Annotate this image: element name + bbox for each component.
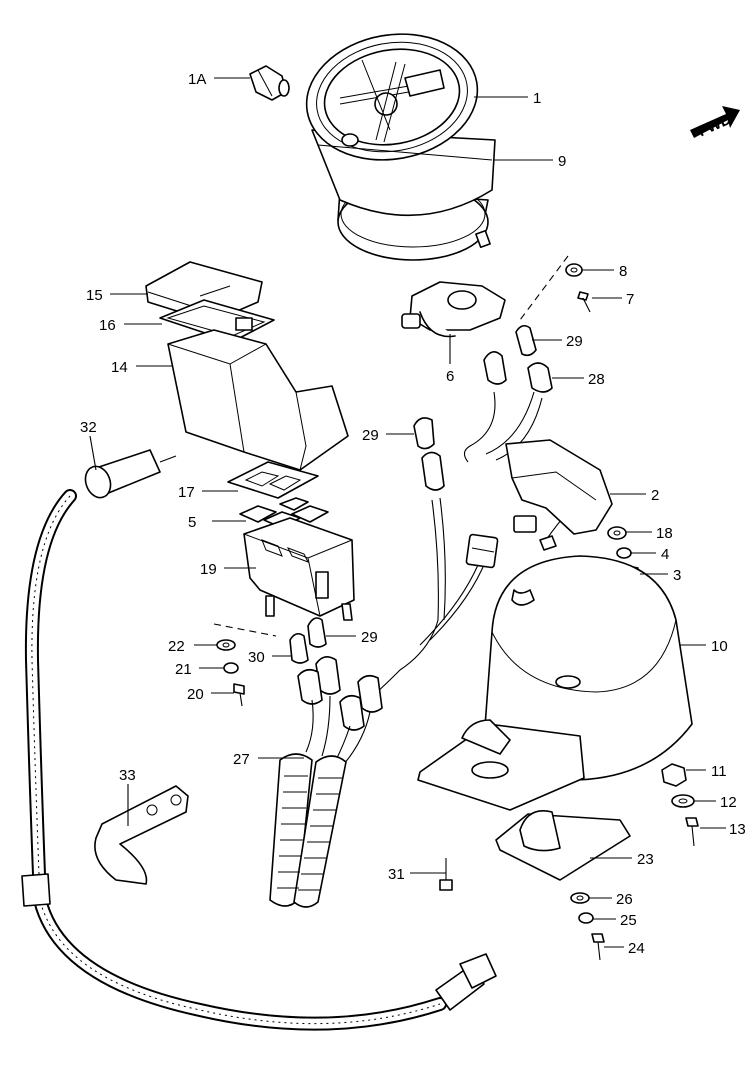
- part-17-gasket: [227, 461, 319, 499]
- part-25-washer: [578, 912, 594, 924]
- callout-17: 17: [178, 484, 195, 501]
- part-5-washer: [607, 526, 627, 540]
- callout-24: 24: [628, 940, 645, 957]
- fwd-arrow: FWD: [690, 106, 740, 140]
- callout-16: 16: [99, 317, 116, 334]
- callout-26: 26: [616, 891, 633, 908]
- callout-10: 10: [711, 638, 728, 655]
- part-13-bolt: [685, 817, 699, 847]
- part-14-housing: [167, 329, 349, 471]
- part-30-bulb: [289, 632, 309, 664]
- callout-1a: 1A: [188, 71, 206, 88]
- callout-6: 6: [446, 368, 454, 385]
- callout-13: 13: [729, 821, 746, 838]
- leader-lines: [89, 77, 726, 948]
- callout-12: 12: [720, 794, 737, 811]
- callout-9: 9: [558, 153, 566, 170]
- callout-31: 31: [388, 866, 405, 883]
- part-19-indicator-body: [243, 517, 355, 621]
- callout-25: 25: [620, 912, 637, 929]
- callout-20: 20: [187, 686, 204, 703]
- callout-22: 22: [168, 638, 185, 655]
- part-4-washer: [616, 547, 632, 559]
- callout-32: 32: [80, 419, 97, 436]
- part-33-clamp: [94, 785, 189, 885]
- callout-28: 28: [588, 371, 605, 388]
- callout-33: 33: [119, 767, 136, 784]
- part-16-gasket: [159, 299, 275, 343]
- part-29-bulb-top: [515, 324, 537, 357]
- part-22-washer: [216, 639, 236, 651]
- callout-labels: 1A 1 9 8 7 15 16 14 29 6 28 32 29 2 17 1…: [80, 71, 746, 957]
- part-29-bulb-mid: [413, 417, 435, 450]
- part-1-speedometer: [305, 33, 496, 261]
- part-20-screw: [233, 683, 245, 707]
- part-11-nut: [661, 763, 687, 787]
- part-32-cable: [21, 449, 497, 1031]
- callout-29-top: 29: [566, 333, 583, 350]
- callout-21: 21: [175, 661, 192, 678]
- connector-mid: [465, 533, 499, 569]
- callout-29-mid: 29: [362, 427, 379, 444]
- part-2-harness-cover: [505, 439, 613, 551]
- callout-3: 3: [673, 567, 681, 584]
- part-8-washer: [565, 263, 583, 277]
- part-27-harness-tube: [269, 695, 371, 908]
- part-10-housing: [483, 555, 693, 781]
- socket-mid: [421, 451, 445, 491]
- callout-19: 19: [200, 561, 217, 578]
- callout-27: 27: [233, 751, 250, 768]
- callout-8: 8: [619, 263, 627, 280]
- callout-5: 18: [656, 525, 673, 542]
- part-31-bolt: [439, 858, 453, 891]
- part-18-lens-pads: [239, 497, 329, 529]
- callout-29-lower: 29: [361, 629, 378, 646]
- callout-7: 7: [626, 291, 634, 308]
- part-29-bulb-lower: [307, 617, 327, 648]
- callout-15: 15: [86, 287, 103, 304]
- part-26-washer: [570, 892, 590, 904]
- callout-23: 23: [637, 851, 654, 868]
- part-1a-socket: [249, 65, 290, 101]
- callout-30: 30: [248, 649, 265, 666]
- part-24-screw: [591, 933, 605, 961]
- part-12-washer: [671, 794, 695, 808]
- part-21-washer: [223, 662, 239, 674]
- callout-2: 2: [651, 487, 659, 504]
- callout-4: 4: [661, 546, 669, 563]
- callout-1: 1: [533, 90, 541, 107]
- part-7-screw: [577, 291, 591, 313]
- part-28-socket: [483, 351, 553, 393]
- callout-11: 11: [711, 763, 727, 780]
- lower-sockets: [297, 656, 383, 731]
- fwd-label: FWD: [696, 111, 734, 140]
- part-23-lower-bracket: [417, 719, 631, 881]
- callout-14: 14: [111, 359, 128, 376]
- callout-18: 5: [188, 514, 196, 531]
- part-6-bracket: [401, 281, 506, 338]
